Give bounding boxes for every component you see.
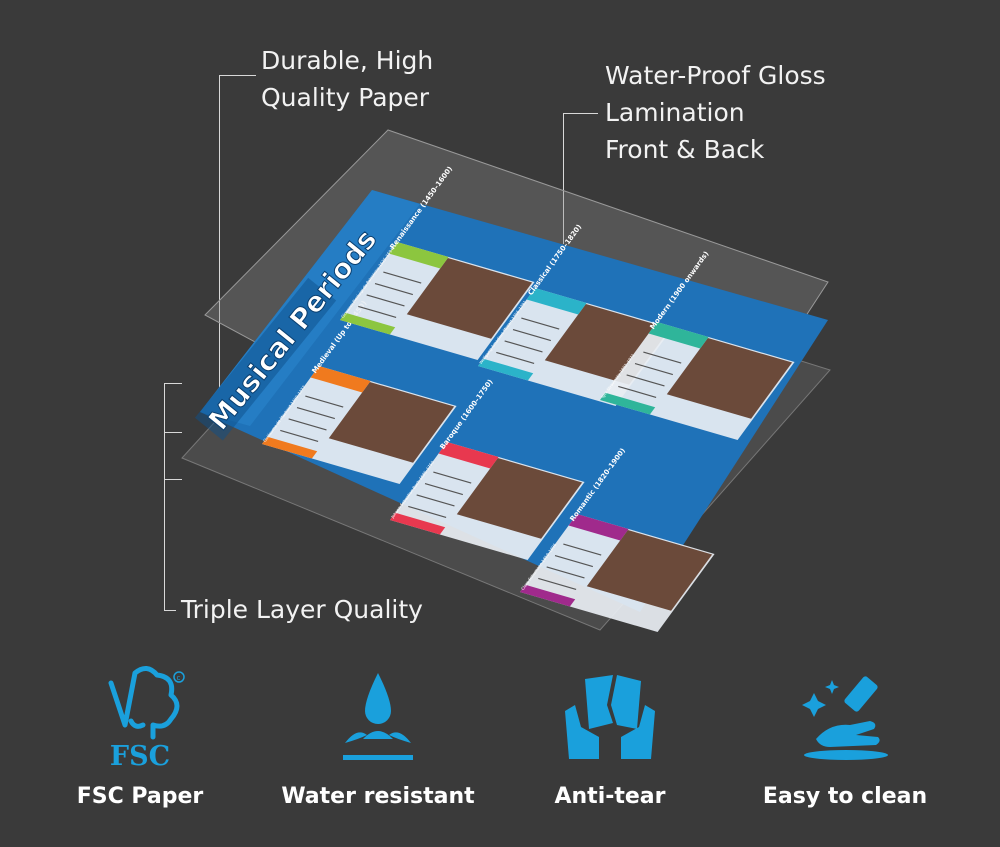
bullet-text-line <box>374 282 414 296</box>
callout-lamination: Water-Proof Gloss Lamination Front & Bac… <box>605 57 826 168</box>
bullet-text-line <box>288 418 327 431</box>
bullet-text-line <box>554 554 594 568</box>
bracket-tick-2 <box>164 432 182 433</box>
callout-lamination-line1: Water-Proof Gloss <box>605 61 826 90</box>
composer-band <box>340 312 396 335</box>
bullet-text-line <box>366 294 405 307</box>
callout-triple-bracket <box>164 383 181 611</box>
bracket-tick-1 <box>164 383 182 384</box>
bullet-text-line <box>305 395 344 408</box>
composer-band <box>520 584 576 607</box>
feature-antitear: Anti-tear <box>500 665 720 809</box>
feature-fsc: c FSC FSC Paper <box>30 665 250 809</box>
bullet-text-line <box>643 351 682 364</box>
cleaning-spray-icon <box>802 676 888 760</box>
bullet-text-line <box>626 374 665 387</box>
bullet-text-line <box>563 543 602 556</box>
composer-band <box>478 358 534 381</box>
callout-durable-line1: Durable, High <box>261 46 434 75</box>
callout-lamination-line2: Lamination <box>605 98 745 127</box>
bracket-tick-3 <box>164 479 182 480</box>
composer-portrait <box>328 382 455 463</box>
bracket-tick-4 <box>164 610 176 611</box>
bullet-text-line <box>280 429 319 442</box>
bullet-text-line <box>521 317 560 330</box>
bullet-text-line <box>618 385 657 398</box>
bullet-text-line <box>296 406 336 420</box>
bullet-text-line <box>538 577 577 590</box>
bullet-text-line <box>433 471 472 484</box>
bullet-text-line <box>634 362 674 376</box>
bullet-text-line <box>424 482 464 496</box>
composer-portrait <box>406 258 533 339</box>
period-header-band <box>568 514 629 541</box>
bullet-text-line <box>358 305 397 318</box>
composer-portrait <box>456 458 583 539</box>
period-header-band <box>648 322 709 349</box>
feature-water: Water resistant <box>268 665 488 809</box>
feature-label-antitear: Anti-tear <box>554 784 666 809</box>
period-header-band <box>438 442 499 469</box>
feature-label-clean: Easy to clean <box>762 784 928 809</box>
callout-durable-line2: Quality Paper <box>261 83 430 112</box>
period-header-band <box>388 242 449 269</box>
bullet-text-line <box>408 505 447 518</box>
bullet-text-line <box>496 351 535 364</box>
composer-band <box>262 436 318 459</box>
bullet-text-line <box>416 494 455 507</box>
poster-background <box>200 190 828 612</box>
feature-clean: Easy to clean <box>735 665 955 809</box>
callout-triple: Triple Layer Quality <box>181 595 423 624</box>
feature-label-water: Water resistant <box>281 784 475 809</box>
fsc-text: FSC <box>110 741 170 770</box>
feature-label-fsc: FSC Paper <box>76 784 204 809</box>
callout-durable: Durable, High Quality Paper <box>261 42 433 116</box>
period-header-band <box>310 366 371 393</box>
composer-portrait <box>666 338 793 419</box>
callout-durable-line <box>219 75 256 411</box>
bullet-text-line <box>504 340 543 353</box>
svg-text:c: c <box>177 674 181 682</box>
water-drop-icon <box>343 673 413 760</box>
callout-lamination-line3: Front & Back <box>605 135 765 164</box>
composer-band <box>600 392 656 415</box>
callout-lamination-line <box>563 113 598 244</box>
poster-layers-illustration: Musical Periods Medieval (Up to 1450)Gui… <box>181 129 831 632</box>
composer-band <box>390 512 446 535</box>
bullet-text-line <box>512 328 552 342</box>
fsc-tree-icon: c FSC <box>108 666 185 770</box>
period-header-band <box>526 288 587 315</box>
bullet-text-line <box>383 271 422 284</box>
composer-portrait <box>586 530 713 611</box>
torn-paper-hands-icon <box>565 675 655 759</box>
bullet-text-line <box>546 566 585 579</box>
